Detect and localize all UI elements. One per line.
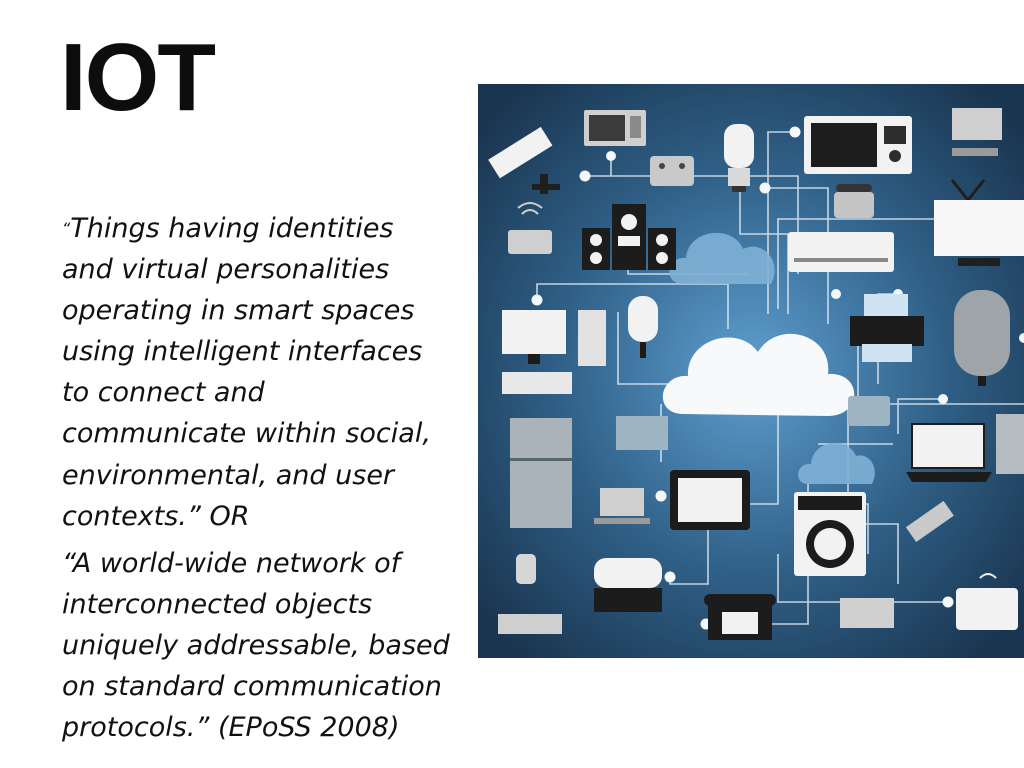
microphone-icon — [628, 296, 658, 358]
definition-text: “Things having identities and virtual pe… — [62, 208, 472, 748]
security-camera-2-icon — [905, 500, 954, 543]
microwave-oven-icon — [804, 116, 912, 174]
quote-definition-2: “A world-wide network of interconnected … — [62, 547, 450, 744]
studio-microphone-icon — [954, 290, 1010, 386]
laptop-icon — [906, 423, 992, 482]
refrigerator-icon — [510, 418, 572, 528]
television-icon — [934, 179, 1024, 266]
speaker-system-icon — [582, 204, 676, 270]
tablet-icon — [848, 396, 890, 426]
air-conditioner-icon — [788, 232, 894, 272]
washing-machine-icon — [794, 492, 866, 576]
microwave-icon — [584, 110, 646, 146]
small-laptop-icon — [594, 488, 650, 524]
energy-saver-bulb-icon — [516, 554, 536, 584]
printer-icon — [850, 294, 924, 362]
quote-definition-1-body: Things having identities and virtual per… — [62, 213, 431, 532]
cabinet-icon — [996, 414, 1024, 474]
slide-title: IOT — [60, 24, 216, 131]
computer-monitor-icon — [952, 108, 1002, 156]
security-camera-icon — [488, 126, 560, 194]
opening-quote-mark: “ — [62, 219, 71, 238]
rotary-phone-icon — [704, 594, 776, 640]
small-cloud-icon — [669, 232, 875, 484]
tablet-device-icon — [670, 470, 750, 530]
quote-definition-1: “Things having identities and virtual pe… — [62, 208, 472, 537]
wifi-router-icon — [508, 202, 552, 254]
stereo-icon — [840, 598, 894, 628]
light-bulb-icon — [724, 124, 754, 192]
iot-devices-illustration — [478, 84, 1024, 658]
game-console-icon — [650, 156, 694, 186]
cloud-icon — [662, 333, 855, 416]
small-tv-icon — [616, 416, 668, 450]
desktop-computer-icon — [502, 310, 606, 394]
router-icon — [956, 573, 1018, 630]
flat-panel-icon — [498, 614, 562, 634]
telephone-icon — [834, 184, 874, 218]
gamepad-icon — [594, 558, 662, 612]
